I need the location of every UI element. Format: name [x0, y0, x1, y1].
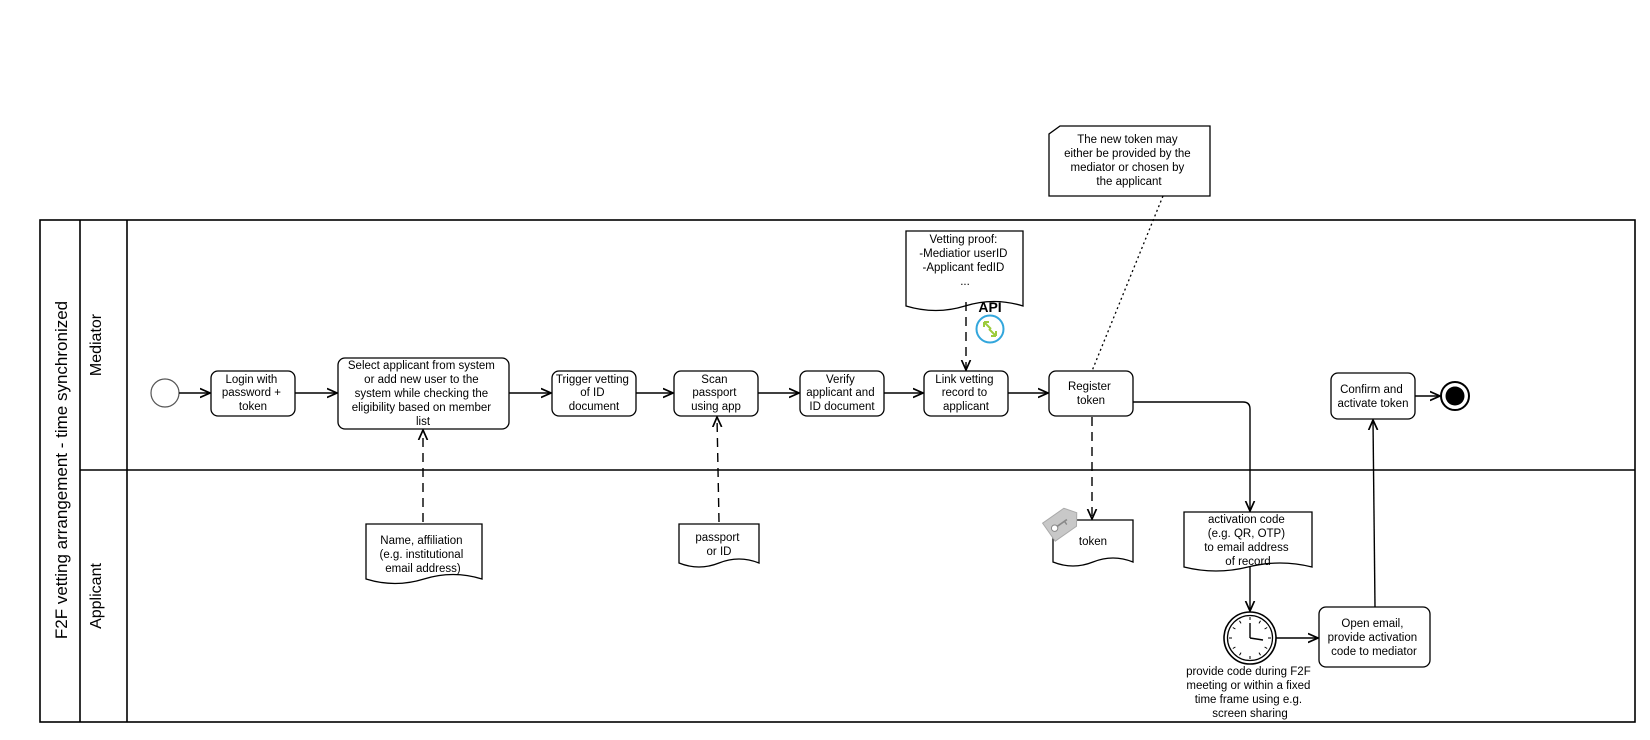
doc-vetting-proof-label: Vetting proof: -Mediatior userID -Applic…: [919, 234, 1010, 288]
key-tag-icon: [1041, 507, 1078, 542]
lane-label-applicant: Applicant: [88, 563, 105, 629]
api-exchange-icon: [975, 314, 1005, 344]
task-register-token[interactable]: [1048, 370, 1134, 417]
assoc-passport-to-scan: [717, 417, 719, 523]
doc-passport-label: passport or ID: [695, 532, 742, 558]
annotation-connector: [1091, 195, 1164, 372]
doc-passport[interactable]: [678, 523, 760, 568]
flow-open-email-to-confirm: [1373, 420, 1375, 608]
task-link-vetting-record-label: Link vetting record to applicant: [935, 374, 996, 413]
doc-token-label: token: [1079, 536, 1107, 548]
task-login-label: Login with password + token: [222, 374, 284, 413]
doc-token[interactable]: [1052, 519, 1134, 567]
pool-title: F2F vetting arrangement - time synchroni…: [52, 301, 71, 639]
doc-name-affiliation[interactable]: [365, 523, 483, 585]
api-label: API: [978, 299, 1001, 315]
clock-icon[interactable]: [1223, 611, 1277, 665]
task-confirm-activate-label: Confirm and activate token: [1338, 384, 1409, 410]
task-confirm-activate[interactable]: [1330, 372, 1416, 420]
timer-label: provide code during F2F meeting or withi…: [1186, 666, 1314, 720]
lane-label-mediator: Mediator: [88, 313, 105, 376]
doc-vetting-proof[interactable]: [905, 230, 1024, 312]
flow-register-to-activation-code: [1133, 401, 1250, 511]
doc-activation-code[interactable]: [1183, 511, 1313, 572]
task-open-email-label: Open email, provide activation code to m…: [1328, 618, 1421, 658]
start-event[interactable]: [150, 378, 180, 408]
task-trigger-vetting-label: Trigger vetting of ID document: [556, 374, 632, 413]
doc-activation-code-label: activation code (e.g. QR, OTP) to email …: [1204, 514, 1292, 568]
end-event[interactable]: [1440, 381, 1470, 411]
doc-name-affiliation-label: Name, affiliation (e.g. institutional em…: [380, 535, 467, 575]
task-register-token-label: Register token: [1068, 381, 1114, 407]
task-verify-applicant-label: Verify applicant and ID document: [806, 374, 878, 413]
annotation-note-label: The new token may either be provided by …: [1064, 134, 1194, 188]
pool: F2F vetting arrangement - time synchroni…: [39, 219, 1636, 723]
task-scan-passport-label: Scan passport using app: [691, 374, 741, 413]
task-select-applicant-label: Select applicant from system or add new …: [348, 360, 498, 428]
annotation-note[interactable]: [1048, 125, 1211, 197]
